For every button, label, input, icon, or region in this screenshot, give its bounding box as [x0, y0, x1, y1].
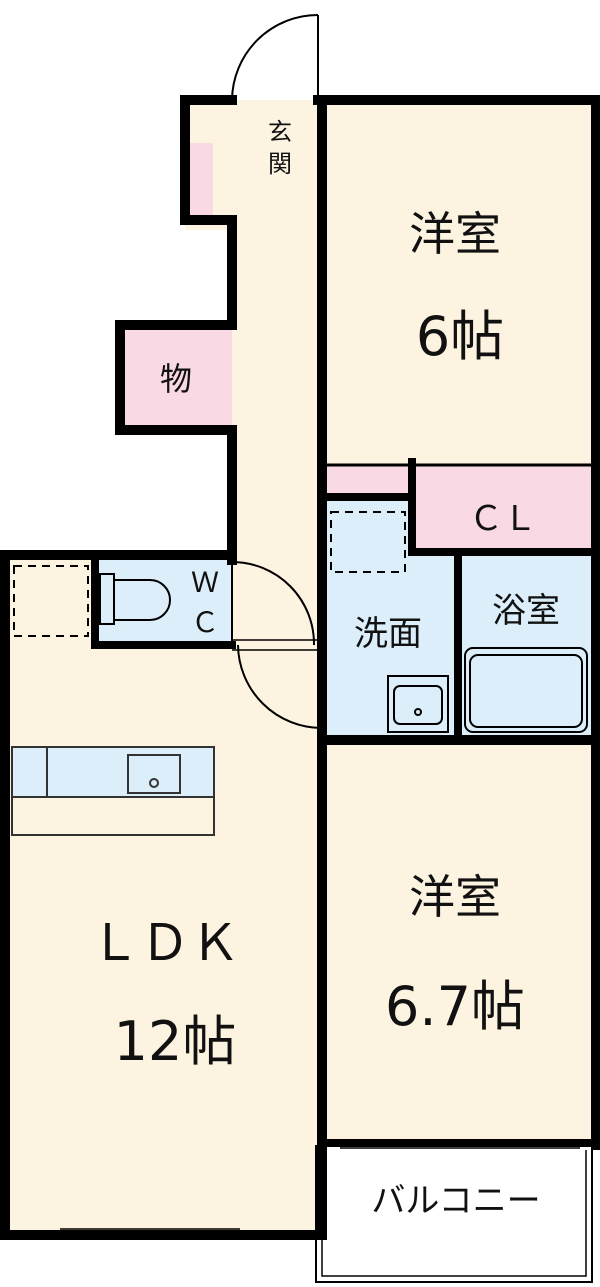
toilet-fixture: [99, 573, 171, 625]
closet-label: ＣＬ: [469, 499, 537, 539]
storage-label: 物: [160, 360, 192, 398]
floor-fills: [5, 100, 592, 1273]
labels: 玄 関 物 洋室 6帖 ＣＬ Ｗ Ｃ 洗面 浴室 ＬＤＫ 12帖 洋室 6.7帖…: [90, 118, 560, 1221]
balcony-floor: [322, 1143, 592, 1273]
kitchen-counter: [11, 746, 215, 836]
bathroom-floor: [458, 552, 592, 740]
shoe-box: [190, 143, 213, 215]
toilet-label-c: Ｃ: [191, 606, 219, 639]
western-room-upper-size: 6帖: [416, 305, 504, 368]
ldk-door: [231, 560, 323, 729]
western-room-lower-name: 洋室: [409, 870, 501, 924]
storage-floor: [120, 325, 232, 430]
ldk-size: 12帖: [114, 1010, 237, 1073]
entrance-door: [231, 14, 319, 101]
western-room-upper-floor: [322, 100, 592, 465]
washroom-label: 洗面: [354, 614, 422, 654]
windows: [60, 290, 580, 1230]
western-room-lower-size: 6.7帖: [385, 975, 525, 1038]
balcony-label: バルコニー: [371, 1181, 540, 1221]
ldk-name: ＬＤＫ: [90, 914, 240, 972]
entrance-label-2: 関: [268, 150, 292, 178]
corridor-floor: [232, 230, 322, 560]
toilet-label-w: Ｗ: [191, 566, 219, 599]
balcony-railing: [315, 1145, 593, 1283]
closet-floor-left: [322, 465, 412, 497]
closet-floor: [412, 465, 592, 550]
western-room-lower-floor: [322, 740, 592, 1143]
ldk-floor: [5, 555, 322, 1233]
bathroom-label: 浴室: [492, 591, 560, 631]
vent-markers: [13, 511, 406, 637]
walls: [0, 95, 600, 1240]
western-room-upper-name: 洋室: [409, 207, 501, 261]
bath-fixtures: [387, 647, 588, 733]
entrance-label-1: 玄: [268, 118, 292, 146]
